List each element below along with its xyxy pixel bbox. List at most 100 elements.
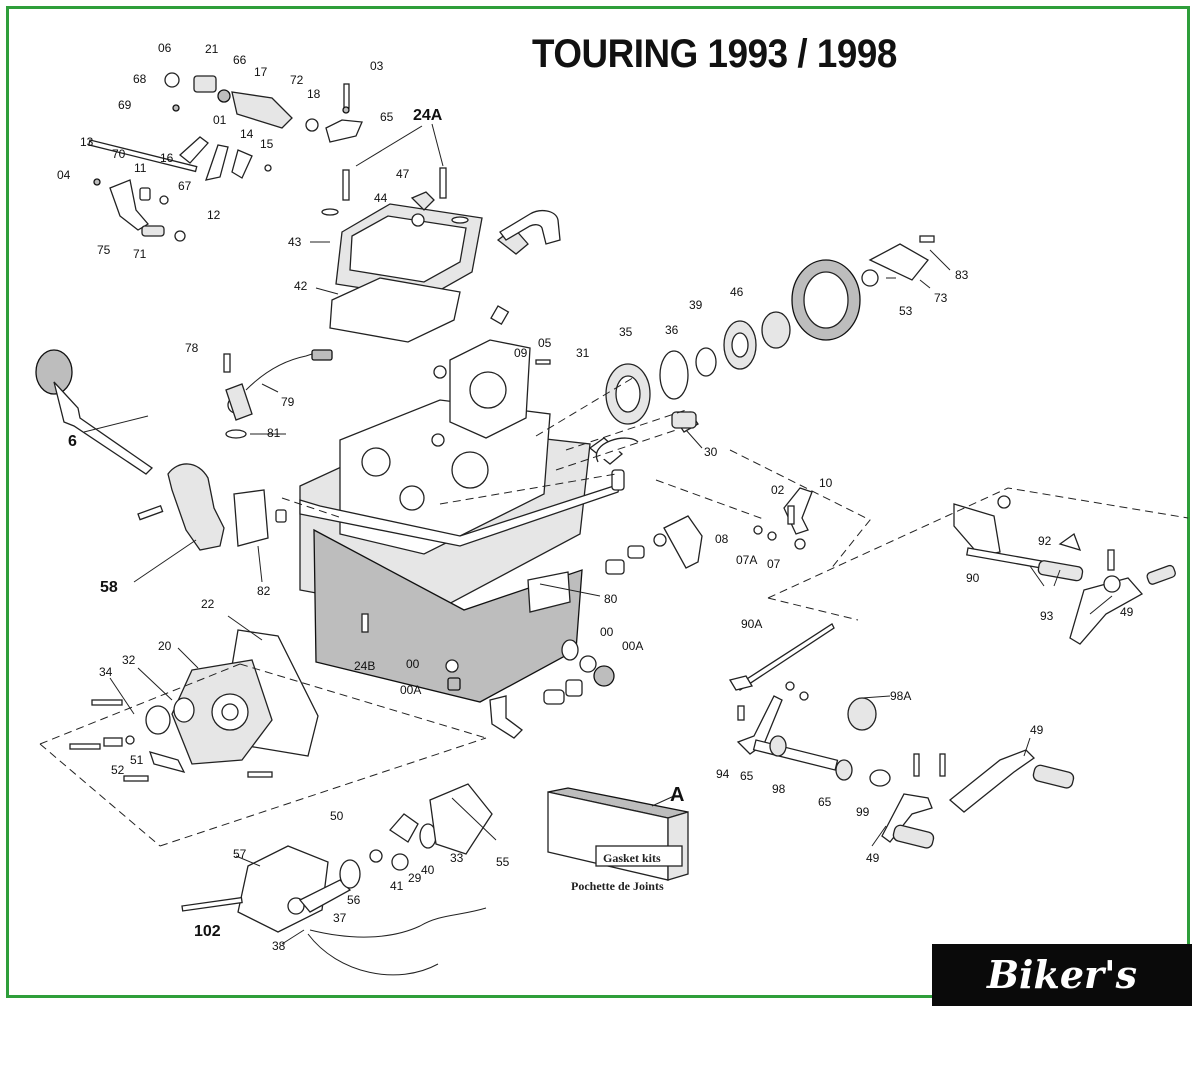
callout-52: 52 bbox=[111, 763, 125, 777]
callout-73: 73 bbox=[934, 291, 948, 305]
callout-36: 36 bbox=[665, 323, 679, 337]
callout-42: 42 bbox=[294, 279, 308, 293]
callout-49-b: 49 bbox=[1030, 723, 1044, 737]
gasket-kit-box bbox=[547, 787, 689, 881]
callout-78: 78 bbox=[185, 341, 199, 355]
transmission-case bbox=[299, 339, 621, 703]
callout-69: 69 bbox=[118, 98, 132, 112]
callout-43: 43 bbox=[288, 235, 302, 249]
gasket-kit-label: Gasket kits bbox=[603, 851, 661, 865]
callout-65-a: 65 bbox=[380, 110, 394, 124]
callout-24A: 24A bbox=[413, 107, 443, 124]
top-cover bbox=[321, 167, 561, 343]
dashed-zone-right bbox=[655, 449, 1189, 621]
callout-90A: 90A bbox=[741, 617, 762, 631]
callout-94: 94 bbox=[716, 767, 730, 781]
callout-56: 56 bbox=[347, 893, 361, 907]
gasket-kit-letter: A bbox=[670, 784, 684, 806]
callout-44: 44 bbox=[374, 191, 388, 205]
callout-07: 07 bbox=[767, 557, 781, 571]
callout-35: 35 bbox=[619, 325, 633, 339]
callout-47: 47 bbox=[396, 167, 410, 181]
callout-75: 75 bbox=[97, 243, 111, 257]
callout-10: 10 bbox=[819, 476, 833, 490]
callout-34: 34 bbox=[99, 665, 113, 679]
brand-logo: Biker's Store bbox=[932, 944, 1192, 1059]
callout-00-a: 00 bbox=[600, 625, 614, 639]
callout-16: 16 bbox=[160, 151, 174, 165]
callout-98A: 98A bbox=[890, 689, 911, 703]
dipstick-and-filler bbox=[35, 349, 333, 551]
callout-24B: 24B bbox=[354, 659, 375, 673]
callout-06: 06 bbox=[158, 41, 172, 55]
callout-31: 31 bbox=[576, 346, 590, 360]
callout-17: 17 bbox=[254, 65, 268, 79]
callout-05: 05 bbox=[538, 336, 552, 350]
leader-lines bbox=[83, 123, 1113, 945]
callout-01: 01 bbox=[213, 113, 227, 127]
callout-12: 12 bbox=[207, 208, 221, 222]
callout-11: 11 bbox=[134, 161, 147, 175]
callout-50: 50 bbox=[330, 809, 344, 823]
diagram-border bbox=[6, 6, 1190, 998]
callout-41: 41 bbox=[390, 879, 404, 893]
callout-90: 90 bbox=[966, 571, 980, 585]
callout-79: 79 bbox=[281, 395, 295, 409]
dashed-leader-lines bbox=[281, 473, 617, 519]
callout-68: 68 bbox=[133, 72, 147, 86]
callout-53: 53 bbox=[899, 304, 913, 318]
callout-46: 46 bbox=[730, 285, 744, 299]
callout-18: 18 bbox=[307, 87, 321, 101]
callout-02: 02 bbox=[771, 483, 785, 497]
callout-22: 22 bbox=[201, 597, 215, 611]
callout-6: 6 bbox=[68, 433, 77, 450]
side-cover-assembly bbox=[69, 629, 493, 976]
callout-15: 15 bbox=[260, 137, 274, 151]
callout-21: 21 bbox=[205, 42, 219, 56]
callout-67: 67 bbox=[178, 179, 192, 193]
callout-80: 80 bbox=[604, 592, 618, 606]
callout-51: 51 bbox=[130, 753, 144, 767]
dashed-shaft-line bbox=[535, 375, 687, 471]
callout-08: 08 bbox=[715, 532, 729, 546]
callout-99: 99 bbox=[856, 805, 870, 819]
callout-07A: 07A bbox=[736, 553, 757, 567]
callout-04: 04 bbox=[57, 168, 71, 182]
callout-93: 93 bbox=[1040, 609, 1054, 623]
callout-00-b: 00 bbox=[406, 657, 420, 671]
callout-65-c: 65 bbox=[818, 795, 832, 809]
shift-linkage bbox=[728, 487, 1176, 849]
callout-81: 81 bbox=[267, 426, 281, 440]
callout-72: 72 bbox=[290, 73, 304, 87]
callout-29: 29 bbox=[408, 871, 422, 885]
callout-30: 30 bbox=[704, 445, 718, 459]
callout-102: 102 bbox=[194, 923, 221, 940]
callout-13: 13 bbox=[80, 135, 94, 149]
callout-49-c: 49 bbox=[866, 851, 880, 865]
diagram-title: TOURING 1993 / 1998 bbox=[532, 32, 897, 76]
callout-00A-b: 00A bbox=[400, 683, 421, 697]
callout-82: 82 bbox=[257, 584, 271, 598]
callout-57: 57 bbox=[233, 847, 247, 861]
callout-98: 98 bbox=[772, 782, 786, 796]
shifter-assembly bbox=[88, 72, 363, 242]
callout-40: 40 bbox=[421, 863, 435, 877]
callout-65-b: 65 bbox=[740, 769, 754, 783]
callout-92: 92 bbox=[1038, 534, 1052, 548]
callout-37: 37 bbox=[333, 911, 347, 925]
exploded-parts-diagram: 06 21 66 68 17 72 03 69 18 01 65 13 24A … bbox=[35, 41, 1189, 976]
mainshaft-assembly bbox=[535, 235, 935, 433]
callout-71: 71 bbox=[133, 247, 147, 261]
callout-39: 39 bbox=[689, 298, 703, 312]
callout-00A-a: 00A bbox=[622, 639, 643, 653]
callout-58: 58 bbox=[100, 579, 118, 596]
callout-14: 14 bbox=[240, 127, 254, 141]
gasket-kit-label-fr: Pochette de Joints bbox=[571, 879, 664, 893]
callout-49-a: 49 bbox=[1120, 605, 1134, 619]
callout-66: 66 bbox=[233, 53, 247, 67]
callout-38: 38 bbox=[272, 939, 286, 953]
callout-70: 70 bbox=[112, 147, 126, 161]
drain-fittings bbox=[361, 437, 703, 739]
callout-20: 20 bbox=[158, 639, 172, 653]
callout-09: 09 bbox=[514, 346, 528, 360]
